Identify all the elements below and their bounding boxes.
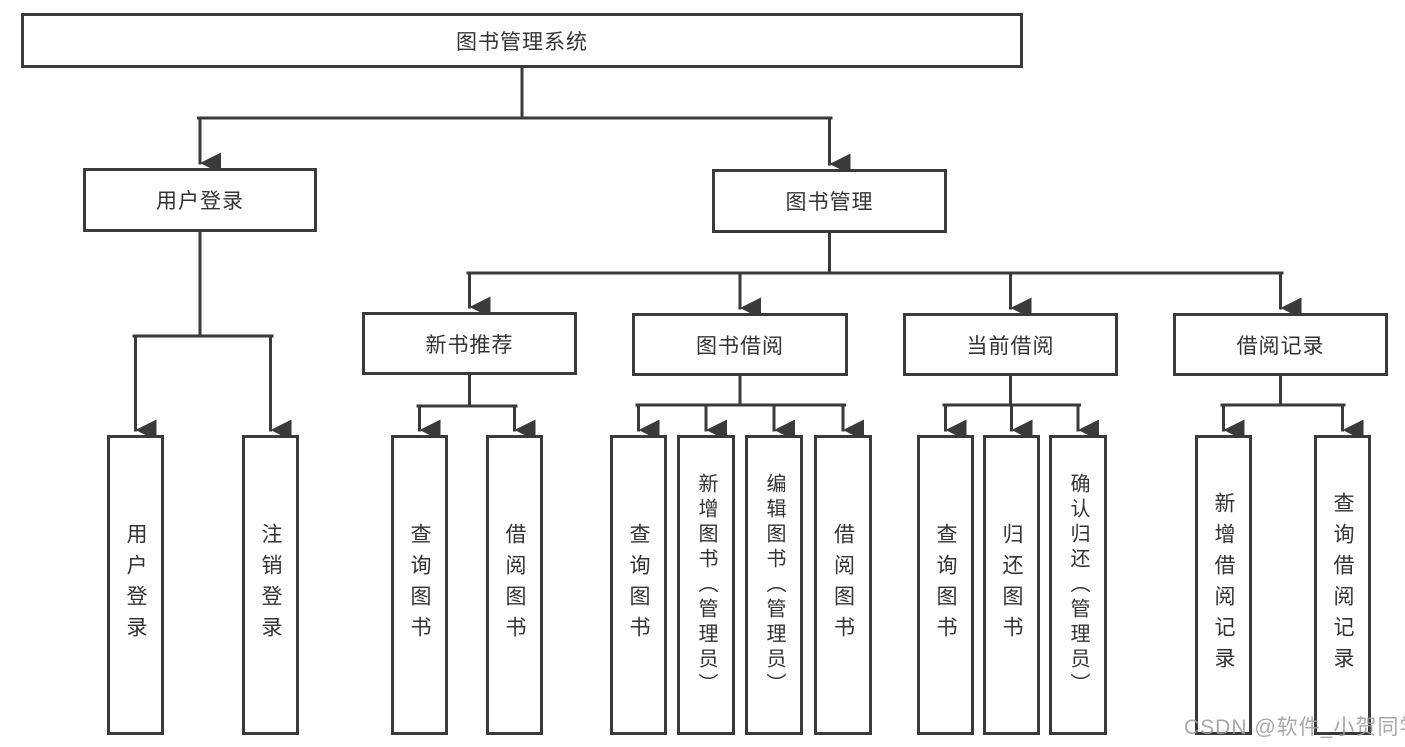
node-new-book-recommend: 新书推荐 (362, 312, 577, 375)
node-leaf-add-borrow-record: 新增借阅记录 (1195, 435, 1252, 735)
node-book-management: 图书管理 (712, 169, 947, 233)
connector-line (942, 374, 1081, 407)
node-leaf-query-borrow-record: 查询借阅记录 (1314, 435, 1371, 735)
node-leaf-user-login: 用户登录 (107, 435, 164, 735)
node-leaf-return-book: 归还图书 (983, 435, 1040, 735)
connector-line (466, 231, 1284, 275)
node-leaf-edit-book-admin: 编辑图书（管理员） (745, 435, 803, 735)
connector-line (1220, 374, 1346, 407)
connector-line (197, 66, 833, 120)
connector-line (132, 230, 274, 338)
node-current-borrow: 当前借阅 (903, 313, 1118, 376)
node-leaf-query-book-1: 查询图书 (391, 435, 448, 735)
node-leaf-query-book-2: 查询图书 (610, 435, 667, 735)
node-leaf-borrow-book-2: 借阅图书 (814, 435, 872, 735)
node-leaf-logout: 注销登录 (242, 435, 299, 735)
node-leaf-borrow-book-1: 借阅图书 (486, 435, 543, 735)
csdn-watermark: CSDN @软件_小贺同学 (1184, 716, 1405, 739)
connector-line (416, 373, 518, 408)
node-leaf-confirm-return-admin: 确认归还（管理员） (1049, 435, 1107, 735)
node-user-login: 用户登录 (83, 168, 317, 232)
node-root-system: 图书管理系统 (21, 13, 1023, 68)
node-leaf-query-book-3: 查询图书 (917, 435, 974, 735)
node-book-borrow: 图书借阅 (632, 313, 848, 376)
node-borrow-record: 借阅记录 (1173, 313, 1388, 376)
connector-line (635, 374, 846, 407)
node-leaf-add-book-admin: 新增图书（管理员） (677, 435, 735, 735)
